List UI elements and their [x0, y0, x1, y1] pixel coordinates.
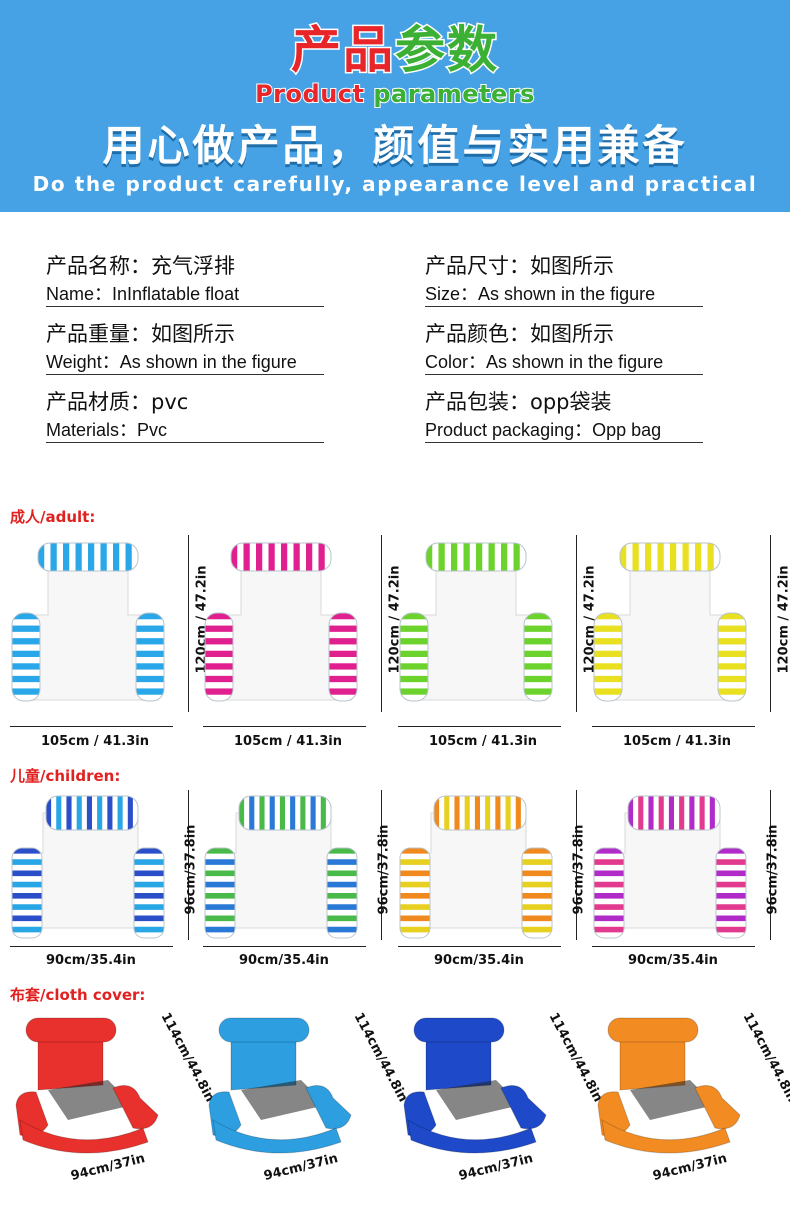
title-char: 参	[394, 20, 447, 81]
section-label-adult: 成人/adult:	[10, 508, 96, 526]
product-image-cover	[396, 1010, 586, 1164]
dimension-height: 96cm/37.8in	[765, 824, 781, 915]
slogan-en: Do the product carefully, appearance lev…	[32, 172, 758, 196]
dimension-line	[381, 790, 382, 940]
product-image-adult	[590, 535, 760, 714]
dimension-line	[188, 535, 189, 712]
dimension-line	[10, 726, 173, 727]
param-material: 产品材质：pvc Materials：Pvc	[46, 380, 324, 443]
dimension-height: 96cm/37.8in	[376, 824, 392, 915]
slogan-cn: 用心做产品，颜值与实用兼备	[102, 121, 688, 170]
dimension-line	[398, 946, 561, 947]
dimension-line	[10, 946, 173, 947]
param-cn: 产品尺寸：如图所示	[425, 254, 614, 278]
param-en: Size：As shown in the figure	[425, 284, 656, 304]
product-image-children	[396, 788, 566, 952]
product-image-cover	[201, 1010, 391, 1164]
product-image-children	[201, 788, 371, 952]
dimension-width: 90cm/35.4in	[628, 953, 718, 968]
section-label-children: 儿童/children:	[10, 767, 121, 785]
dimension-height: 96cm/37.8in	[183, 824, 199, 915]
product-image-cover	[590, 1010, 780, 1164]
dimension-line	[203, 726, 366, 727]
page-title-cn: 产品参数	[0, 10, 790, 82]
dimension-line	[188, 790, 189, 940]
title-char: 产	[290, 20, 343, 81]
title-en-part-b: parameters	[372, 79, 535, 109]
param-name: 产品名称：充气浮排 Name：InInflatable float	[46, 244, 324, 307]
param-cn: 产品颜色：如图所示	[425, 322, 614, 346]
product-image-children	[8, 788, 178, 952]
product-image-cover	[8, 1010, 198, 1164]
title-char: 品	[342, 20, 395, 81]
section-label-cover: 布套/cloth cover:	[10, 986, 146, 1004]
dimension-line	[770, 790, 771, 940]
dimension-height: 96cm/37.8in	[571, 824, 587, 915]
dimension-height: 120cm / 47.2in	[776, 565, 790, 674]
dimension-line	[592, 946, 755, 947]
dimension-width: 105cm / 41.3in	[429, 734, 537, 749]
dimension-line	[576, 535, 577, 712]
product-image-adult	[8, 535, 178, 714]
title-en-part-a: Product	[254, 79, 374, 109]
param-size: 产品尺寸：如图所示 Size：As shown in the figure	[425, 244, 703, 307]
dimension-line	[592, 726, 755, 727]
dimension-width: 105cm / 41.3in	[623, 734, 731, 749]
product-image-children	[590, 788, 760, 952]
dimension-width: 105cm / 41.3in	[234, 734, 342, 749]
param-en: Color：As shown in the figure	[425, 352, 664, 372]
param-en: Name：InInflatable float	[46, 284, 240, 304]
param-color: 产品颜色：如图所示 Color：As shown in the figure	[425, 312, 703, 375]
dimension-line	[398, 726, 561, 727]
param-en: Weight：As shown in the figure	[46, 352, 297, 372]
dimension-line	[576, 790, 577, 940]
page-title-en: Product parameters	[0, 79, 790, 109]
header-banner: 产品参数 Product parameters 用心做产品，颜值与实用兼备 Do…	[0, 0, 790, 212]
param-cn: 产品包装：opp袋装	[425, 390, 612, 414]
product-image-adult	[201, 535, 371, 714]
param-packaging: 产品包装：opp袋装 Product packaging：Opp bag	[425, 380, 703, 443]
product-image-adult	[396, 535, 566, 714]
dimension-line	[381, 535, 382, 712]
param-cn: 产品材质：pvc	[46, 390, 189, 414]
param-weight: 产品重量：如图所示 Weight：As shown in the figure	[46, 312, 324, 375]
dimension-width: 90cm/35.4in	[434, 953, 524, 968]
dimension-width: 90cm/35.4in	[239, 953, 329, 968]
dimension-line	[770, 535, 771, 712]
dimension-line	[203, 946, 366, 947]
param-cn: 产品重量：如图所示	[46, 322, 235, 346]
param-en: Materials：Pvc	[46, 420, 168, 440]
param-cn: 产品名称：充气浮排	[46, 254, 235, 278]
dimension-width: 90cm/35.4in	[46, 953, 136, 968]
param-en: Product packaging：Opp bag	[425, 420, 662, 440]
dimension-width: 105cm / 41.3in	[41, 734, 149, 749]
title-char: 数	[446, 20, 499, 81]
